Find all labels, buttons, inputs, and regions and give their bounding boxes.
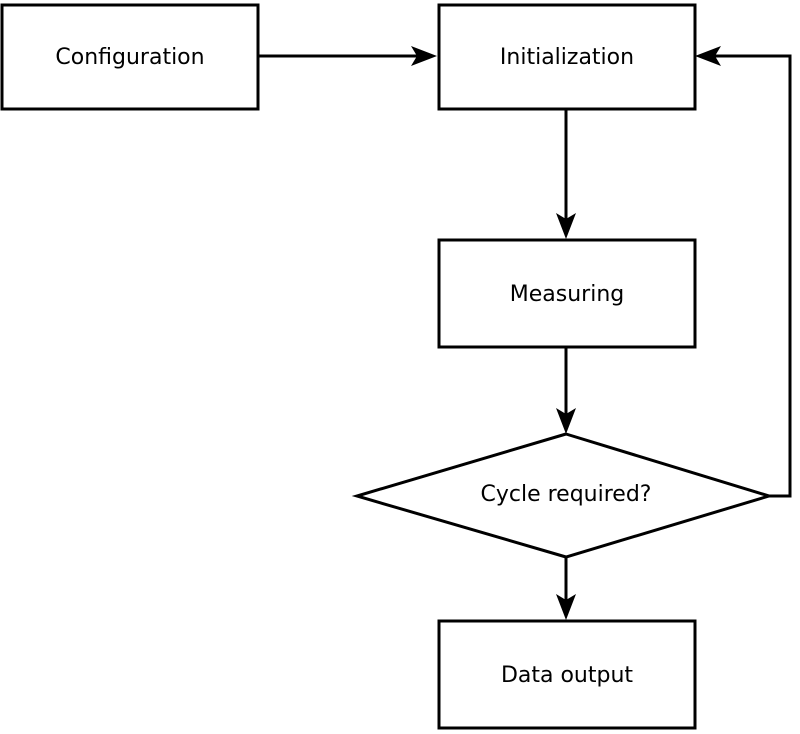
node-data-output-shape[interactable] bbox=[437, 619, 697, 730]
edge-cycle-data-output bbox=[556, 557, 576, 620]
node-configuration[interactable]: Configuration bbox=[0, 3, 260, 111]
arrowhead-icon bbox=[556, 594, 576, 620]
node-initialization[interactable]: Initialization bbox=[437, 3, 697, 111]
node-initialization-label: Initialization bbox=[500, 45, 634, 70]
node-configuration-label: Configuration bbox=[55, 45, 204, 70]
arrowhead-icon bbox=[556, 408, 576, 434]
node-measuring-label: Measuring bbox=[510, 282, 624, 307]
edge-cycle-initialization bbox=[695, 46, 792, 498]
arrowhead-icon bbox=[411, 46, 437, 66]
node-initialization-shape[interactable] bbox=[437, 3, 697, 111]
node-measuring-shape[interactable] bbox=[437, 238, 697, 349]
edge-cycle-initialization-line bbox=[710, 54, 792, 498]
node-cycle-required-label: Cycle required? bbox=[481, 482, 652, 507]
node-cycle-required-shape[interactable] bbox=[351, 432, 775, 559]
edge-measuring-cycle bbox=[556, 348, 576, 434]
edge-configuration-initialization bbox=[259, 46, 437, 66]
node-data-output[interactable]: Data output bbox=[437, 619, 697, 730]
node-cycle-required[interactable]: Cycle required? bbox=[351, 432, 775, 559]
arrowhead-icon bbox=[695, 46, 721, 66]
edge-initialization-measuring bbox=[556, 110, 576, 239]
arrowhead-icon bbox=[556, 213, 576, 239]
node-data-output-label: Data output bbox=[501, 663, 633, 688]
node-measuring[interactable]: Measuring bbox=[437, 238, 697, 349]
node-configuration-shape[interactable] bbox=[0, 3, 260, 111]
